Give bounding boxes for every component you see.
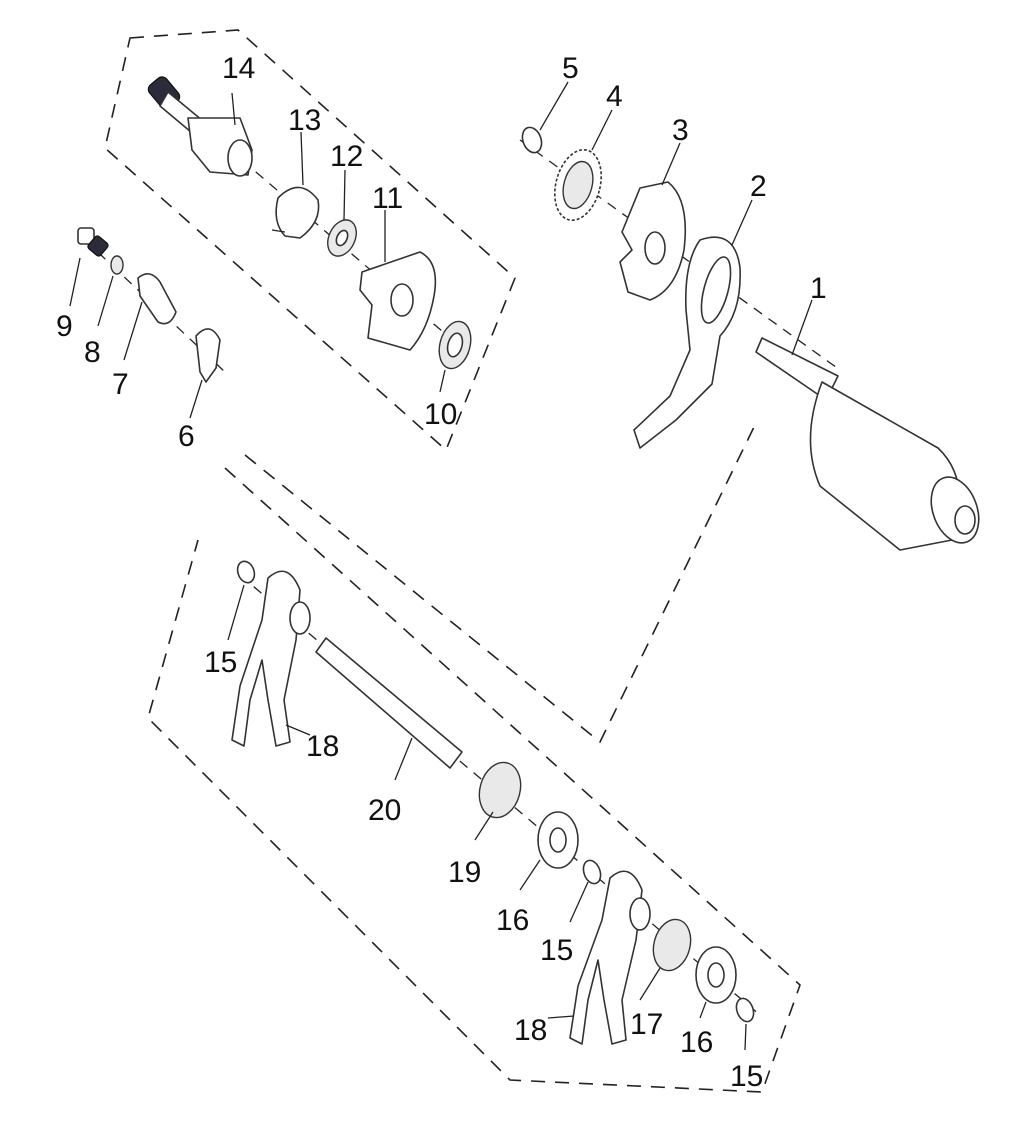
part-10-bearing — [438, 320, 472, 370]
part-1-shift-drum — [755, 337, 980, 551]
callout-15-middle: 15 — [540, 934, 573, 967]
callout-16-lower: 16 — [680, 1026, 713, 1059]
axis-drum — [519, 139, 841, 371]
part-15-circlip-middle — [582, 859, 602, 885]
callout-11: 11 — [372, 182, 403, 215]
callout-20: 20 — [368, 794, 401, 827]
part-11-gear-segment — [359, 251, 437, 351]
callout-10: 10 — [424, 398, 457, 431]
part-17-spring — [652, 918, 692, 972]
part-8-washer — [110, 255, 124, 275]
callout-9: 9 — [56, 310, 73, 343]
callout-12: 12 — [330, 140, 363, 173]
callout-18-lower: 18 — [514, 1014, 547, 1047]
callout-16-upper: 16 — [496, 904, 529, 937]
part-19-spring — [478, 761, 522, 819]
callout-19: 19 — [448, 856, 481, 889]
callout-1: 1 — [810, 272, 827, 305]
part-4-gear — [553, 148, 603, 222]
part-2-shift-arm — [633, 236, 741, 449]
part-5-circlip — [521, 126, 543, 154]
part-16-collar-lower — [695, 946, 737, 1004]
part-12-washer — [327, 219, 357, 257]
part-15-circlip-lower — [735, 997, 755, 1023]
callout-18-upper: 18 — [306, 730, 339, 763]
part-20-fork-shaft — [315, 637, 463, 769]
part-14-shift-shaft — [147, 76, 253, 177]
part-15-circlip-upper — [236, 560, 256, 584]
part-7-plate — [137, 273, 177, 325]
leader-lines — [69, 81, 813, 1051]
callout-2: 2 — [750, 170, 767, 203]
callout-4: 4 — [606, 80, 623, 113]
callout-6: 6 — [178, 420, 195, 453]
callout-14: 14 — [222, 52, 255, 85]
callout-15-upper: 15 — [204, 646, 237, 679]
part-13-clip — [271, 186, 320, 239]
part-9-bolt — [77, 227, 109, 257]
callout-3: 3 — [672, 114, 689, 147]
part-18-shift-fork-upper — [231, 570, 311, 747]
callout-8: 8 — [84, 336, 101, 369]
part-18-shift-fork-lower — [569, 870, 651, 1045]
group-outline-link — [244, 424, 756, 744]
callout-7: 7 — [112, 368, 129, 401]
callout-5: 5 — [562, 52, 579, 85]
group-outline-lower — [147, 467, 801, 1093]
callout-13: 13 — [288, 104, 321, 137]
part-6-spring-arm — [195, 328, 221, 383]
callout-17: 17 — [630, 1008, 663, 1041]
callout-15-lower: 15 — [730, 1060, 763, 1093]
part-16-collar-upper — [537, 811, 579, 869]
part-3-cam-plate — [619, 181, 687, 301]
group-outline-upper-left — [104, 29, 516, 452]
